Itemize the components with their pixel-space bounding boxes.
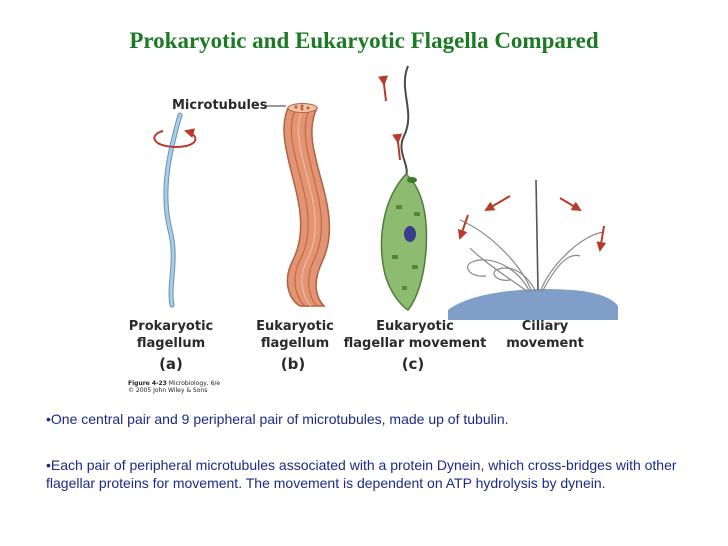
label-eukaryotic-flagellum-line2: flagellum: [260, 336, 330, 351]
label-eukaryotic-flagellar-movement-line2: flagellar movement: [343, 336, 487, 351]
panel-tag-b: (b): [280, 355, 306, 373]
label-eukaryotic-flagellum-line1: Eukaryotic: [256, 319, 334, 334]
arrow-icon: [596, 225, 607, 252]
bullet-microtubules: •One central pair and 9 peripheral pair …: [46, 411, 509, 427]
label-prokaryotic-flagellum-line2: flagellum: [136, 336, 206, 351]
label-ciliary-movement-line1: Ciliary: [521, 319, 569, 334]
eukaryotic-flagellum-illustration: [266, 103, 331, 307]
slide-title: Prokaryotic and Eukaryotic Flagella Comp…: [129, 28, 599, 53]
rotation-arrow-icon: [153, 128, 197, 149]
prokaryotic-flagellum-illustration: [153, 112, 197, 308]
bullet-dynein: •Each pair of peripheral microtubules as…: [46, 457, 677, 491]
figure-caption-book: Microbiology, 6/e: [166, 380, 221, 387]
euglena-illustration: [378, 65, 428, 311]
figure-caption-title: Figure 4-23: [128, 380, 167, 387]
panel-tag-a: (a): [159, 355, 183, 373]
flagella-figure: [153, 65, 618, 320]
label-prokaryotic-flagellum-line1: Prokaryotic: [128, 319, 214, 334]
ciliary-movement-illustration: [448, 179, 618, 320]
arrow-icon: [457, 214, 469, 240]
figure-caption: Figure 4-23 Microbiology, 6/e © 2005 Joh…: [128, 380, 220, 394]
label-ciliary-movement-line2: movement: [506, 336, 584, 351]
up-arrow-icon: [378, 75, 389, 102]
figure-caption-copyright: © 2005 John Wiley & Sons: [128, 387, 208, 394]
arrow-icon: [559, 197, 582, 212]
up-arrow-icon: [392, 133, 403, 161]
panel-tag-c: (c): [401, 355, 425, 373]
label-eukaryotic-flagellar-movement-line1: Eukaryotic: [376, 319, 454, 334]
microtubules-label: Microtubules: [172, 98, 268, 113]
arrow-icon: [484, 195, 511, 212]
